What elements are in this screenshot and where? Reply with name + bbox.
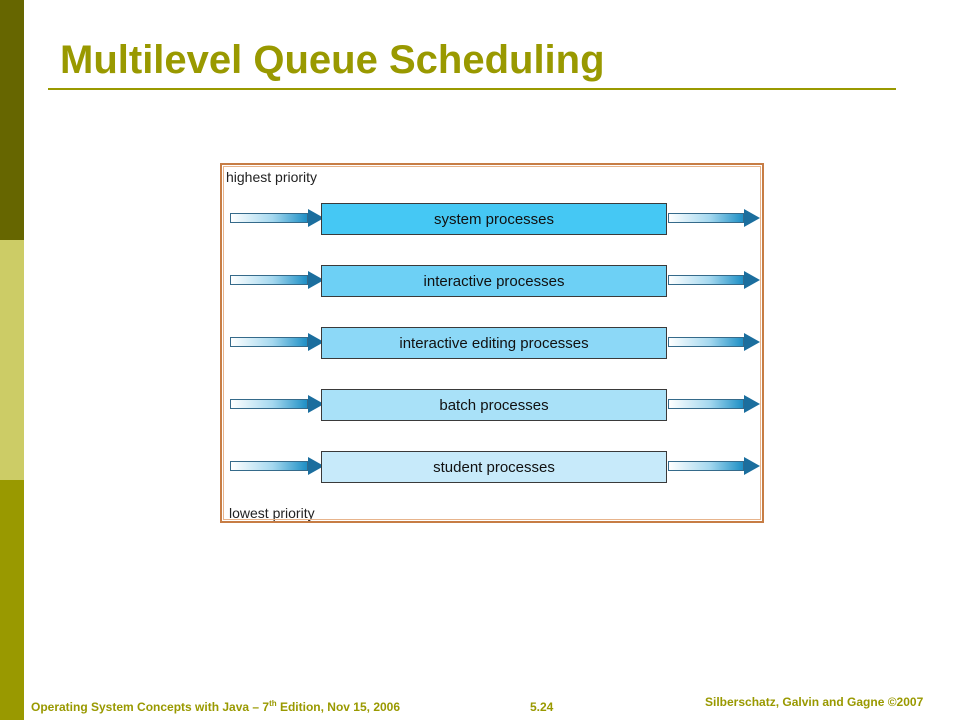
title-underline bbox=[48, 88, 896, 90]
incoming-arrow-icon bbox=[230, 395, 324, 413]
footer-course-sup: th bbox=[269, 699, 277, 708]
queue-row-system: system processes bbox=[222, 203, 762, 235]
incoming-arrow-icon bbox=[230, 271, 324, 289]
outgoing-arrow-icon bbox=[668, 333, 762, 351]
incoming-arrow-icon bbox=[230, 457, 324, 475]
queue-diagram: highest priority system processes intera… bbox=[220, 163, 764, 523]
footer-copyright: Silberschatz, Galvin and Gagne ©2007 bbox=[705, 695, 924, 709]
outgoing-arrow-icon bbox=[668, 395, 762, 413]
incoming-arrow-icon bbox=[230, 209, 324, 227]
footer-course-prefix: Operating System Concepts with Java – 7 bbox=[31, 700, 270, 714]
outgoing-arrow-icon bbox=[668, 209, 762, 227]
queue-box-batch: batch processes bbox=[321, 389, 667, 421]
queue-box-system: system processes bbox=[321, 203, 667, 235]
sidebar-stripe-middle bbox=[0, 240, 24, 480]
queue-box-student: student processes bbox=[321, 451, 667, 483]
footer-course-suffix: Edition, Nov 15, 2006 bbox=[276, 700, 401, 714]
queue-row-interactive: interactive processes bbox=[222, 265, 762, 297]
slide-title: Multilevel Queue Scheduling bbox=[60, 38, 605, 82]
sidebar-stripe-bottom bbox=[0, 480, 24, 720]
queue-row-student: student processes bbox=[222, 451, 762, 483]
page-number: 5.24 bbox=[530, 700, 554, 714]
queue-box-interactive: interactive processes bbox=[321, 265, 667, 297]
queue-row-batch: batch processes bbox=[222, 389, 762, 421]
outgoing-arrow-icon bbox=[668, 457, 762, 475]
outgoing-arrow-icon bbox=[668, 271, 762, 289]
queue-box-interactive-editing: interactive editing processes bbox=[321, 327, 667, 359]
sidebar-stripe-top bbox=[0, 0, 24, 240]
highest-priority-label: highest priority bbox=[226, 169, 318, 185]
lowest-priority-label: lowest priority bbox=[229, 505, 315, 521]
incoming-arrow-icon bbox=[230, 333, 324, 351]
queue-row-interactive-editing: interactive editing processes bbox=[222, 327, 762, 359]
footer-course-info: Operating System Concepts with Java – 7t… bbox=[31, 699, 401, 715]
